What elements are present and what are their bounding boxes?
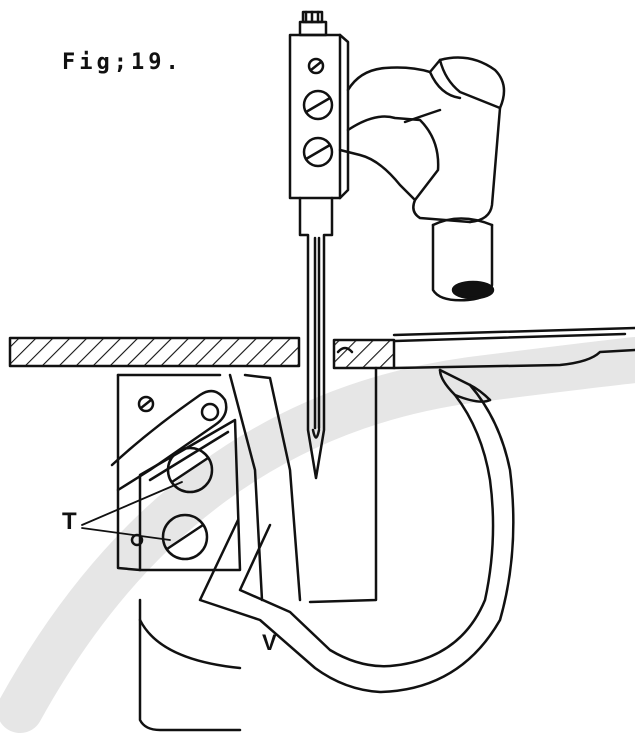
hook-v: [198, 368, 515, 694]
figure-title: Fig;19.: [62, 50, 183, 75]
label-t: T: [62, 508, 77, 535]
needle-bar-arm: [338, 56, 506, 302]
needle-clamp: [288, 10, 350, 200]
hook-base: [116, 366, 378, 732]
throat-plate-left: [8, 336, 301, 368]
hook-carrier: [110, 389, 242, 572]
label-v: V: [262, 630, 277, 655]
needle: [298, 196, 334, 480]
throat-plate-right: [332, 326, 635, 370]
watermark-arc: [0, 337, 635, 733]
t-leaders: [81, 481, 183, 541]
